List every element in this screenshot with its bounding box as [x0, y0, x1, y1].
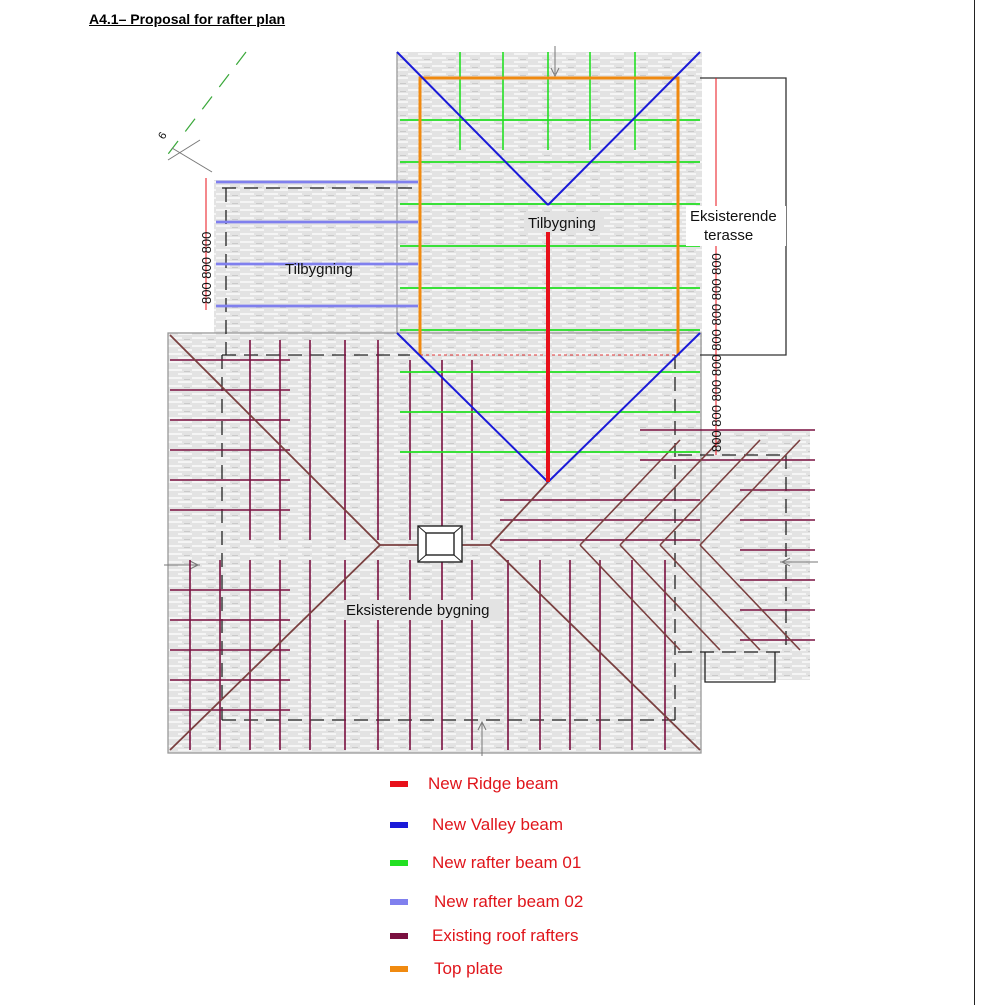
- valley-beam: [396, 51, 549, 206]
- hip-line: [619, 439, 721, 546]
- top-plate: [418, 76, 680, 355]
- legend-item-valley: New Valley beam: [390, 814, 563, 836]
- valley-beam: [396, 332, 549, 483]
- hip-line: [659, 439, 761, 546]
- legend-swatch: [390, 860, 408, 866]
- chimney: [417, 525, 463, 563]
- hip-lines: [169, 334, 801, 751]
- dimension-left: 800 800 800: [199, 178, 214, 310]
- valley-beam: [547, 51, 701, 206]
- hip-line: [619, 544, 721, 651]
- new-rafter-beam-02: [216, 180, 418, 308]
- svg-text:800 800 800 800 800 800 800 80: 800 800 800 800 800 800 800 800: [709, 253, 724, 452]
- existing-building-label: Eksisterende bygning: [346, 602, 489, 619]
- legend-label: New rafter beam 01: [432, 853, 582, 872]
- new-valley-beams: [396, 51, 701, 483]
- annex-center-label: Tilbygning: [528, 215, 596, 232]
- legend-label: New Valley beam: [432, 815, 564, 834]
- terrace-label-line1: Eksisterende: [690, 208, 777, 225]
- legend-swatch: [390, 933, 408, 939]
- legend-label: New rafter beam 02: [434, 892, 584, 911]
- annex-left-label: Tilbygning: [285, 261, 353, 278]
- section-markers: [164, 46, 818, 756]
- dashed-guide: 6: [156, 51, 247, 173]
- legend-item-rafter01: New rafter beam 01: [390, 852, 581, 874]
- legend-swatch: [390, 966, 408, 972]
- hip-line: [579, 544, 681, 651]
- terrace-bracket: [704, 652, 776, 683]
- legend-swatch: [390, 822, 408, 828]
- dimension-right: 800 800 800 800 800 800 800 800: [709, 78, 724, 455]
- hip-line: [699, 544, 801, 651]
- left-annex-roof-area: [214, 180, 418, 333]
- hip-line: [489, 481, 549, 546]
- svg-text:800 800 800: 800 800 800: [199, 232, 214, 304]
- legend-item-top-plate: Top plate: [390, 958, 503, 980]
- legend-swatch: [390, 899, 408, 905]
- legend-label: Existing roof rafters: [432, 926, 579, 945]
- hip-line: [169, 544, 381, 751]
- hip-line: [699, 439, 801, 546]
- legend-item-ridge: New Ridge beam: [390, 773, 558, 795]
- legend-item-rafter02: New rafter beam 02: [390, 891, 583, 913]
- terrace-roof-area: [676, 430, 810, 680]
- stray-mark: 6: [156, 130, 169, 141]
- existing-roof-rafters: [170, 340, 815, 750]
- terrace-label-line2: terasse: [704, 227, 753, 244]
- hip-line: [489, 544, 701, 751]
- hip-line: [579, 439, 681, 546]
- hip-line: [659, 544, 761, 651]
- legend-swatch: [390, 781, 408, 787]
- roof-areas: [168, 52, 810, 753]
- page-title: A4.1– Proposal for rafter plan: [89, 11, 286, 27]
- legend-label: Top plate: [434, 959, 503, 978]
- legend-item-existing-rafters: Existing roof rafters: [390, 925, 578, 947]
- valley-beam: [547, 332, 701, 483]
- legend-label: New Ridge beam: [428, 774, 559, 793]
- hip-line: [169, 334, 381, 546]
